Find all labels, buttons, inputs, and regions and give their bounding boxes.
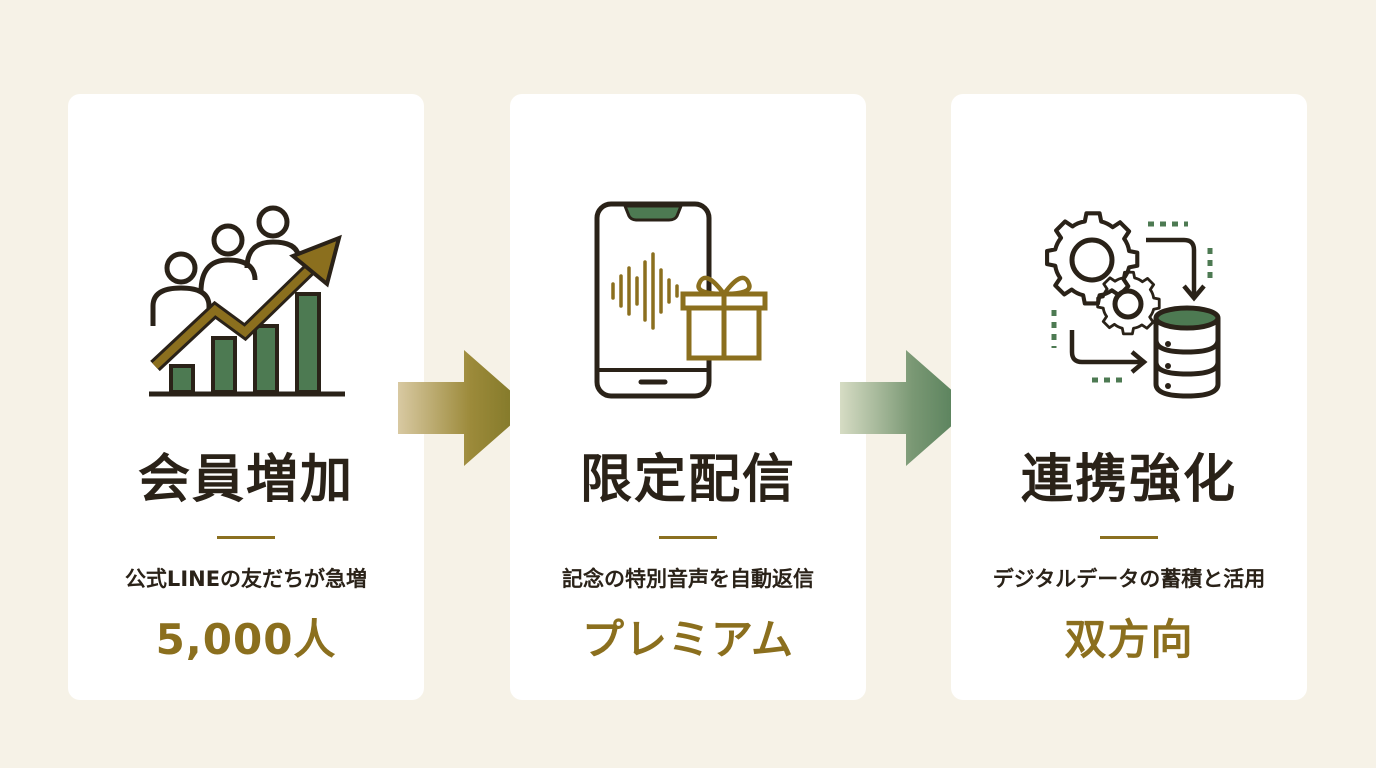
step-card-limited-delivery: 限定配信 記念の特別音声を自動返信 プレミアム (510, 94, 866, 700)
step-title: 連携強化 (1020, 449, 1237, 510)
step-card-member-growth: 会員増加 公式LINEの友だちが急増 5,000人 (68, 94, 424, 700)
growth-chart-people-icon (141, 198, 351, 408)
title-divider (217, 536, 275, 539)
right-arrow-gold-icon (398, 350, 530, 466)
step-subtitle: デジタルデータの蓄積と活用 (992, 567, 1266, 591)
right-arrow-green-icon (840, 350, 972, 466)
step-title: 会員増加 (137, 449, 354, 510)
step-card-integration: 連携強化 デジタルデータの蓄積と活用 双方向 (951, 94, 1307, 700)
step-subtitle: 記念の特別音声を自動返信 (562, 567, 814, 591)
step-value: 5,000人 (155, 615, 337, 664)
gears-database-sync-icon (1024, 198, 1234, 408)
step-title: 限定配信 (579, 449, 796, 510)
step-value: プレミアム (581, 615, 795, 664)
title-divider (659, 536, 717, 539)
smartphone-voice-gift-icon (583, 198, 793, 408)
step-value: 双方向 (1064, 615, 1194, 664)
step-subtitle: 公式LINEの友だちが急増 (124, 567, 368, 591)
title-divider (1100, 536, 1158, 539)
